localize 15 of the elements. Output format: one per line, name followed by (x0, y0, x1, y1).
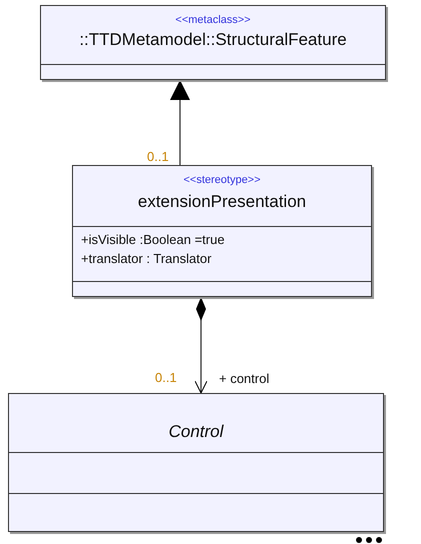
attribute-text: +isVisible :Boolean =true (81, 232, 225, 247)
multiplicity-label: 0..1 (155, 370, 177, 385)
stereotype-label: <<metaclass>> (175, 14, 251, 26)
class-name: Control (168, 422, 224, 442)
multiplicity-label: 0..1 (147, 149, 169, 164)
stereotype-label: <<stereotype>> (183, 174, 261, 186)
generalization-arrow (170, 80, 190, 165)
composition-arrow (194, 297, 208, 394)
class-name: ::TTDMetamodel::StructuralFeature (79, 30, 347, 50)
attribute-text: +translator : Translator (81, 251, 212, 266)
class-box (40, 5, 386, 80)
class-box (72, 165, 372, 297)
class-name: extensionPresentation (138, 192, 306, 212)
role-name: + control (219, 371, 270, 386)
class-box (8, 393, 384, 532)
